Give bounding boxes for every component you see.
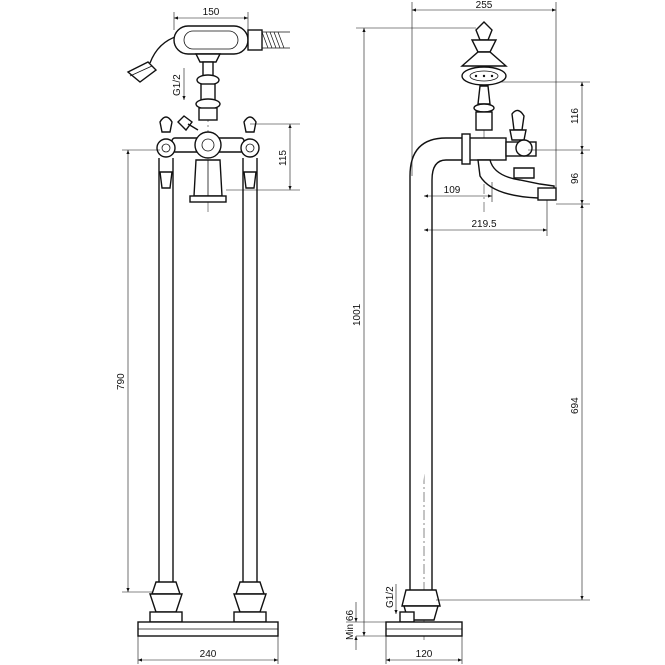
dimension-handshower-width: 150	[173, 7, 249, 30]
floor-flanges	[137, 581, 279, 637]
label-spout-reach: 109	[444, 185, 461, 196]
label-base-depth: 120	[416, 649, 433, 660]
label-base-width: 240	[200, 649, 217, 660]
mixer-body	[171, 131, 245, 203]
label-spout-outlet: 219.5	[471, 219, 496, 230]
dimension-valve-height: 115	[226, 123, 300, 191]
label-valve-height: 115	[278, 150, 289, 166]
label-handshower-width: 150	[203, 7, 220, 18]
side-floor-flange	[385, 589, 463, 637]
handshower	[126, 25, 290, 83]
dimension-base-depth: 120	[385, 636, 463, 664]
riser-column	[177, 61, 221, 132]
dimension-total-height: 1001	[352, 27, 476, 637]
dimension-spout-height: 96	[556, 150, 590, 205]
dimension-spout-outlet: 219.5	[424, 200, 548, 236]
dimension-spout-reach: 109	[424, 182, 493, 202]
supply-pipes	[158, 158, 258, 582]
dimension-spout-elevation: 694	[436, 204, 590, 601]
label-min-floor: Min 66	[345, 610, 356, 640]
dimension-pipe-height: 790	[116, 149, 160, 593]
label-overall-depth: 255	[476, 0, 493, 11]
label-spout-height: 96	[570, 172, 581, 184]
dimension-thread-front: G1/2	[172, 68, 186, 100]
label-total-height: 1001	[352, 303, 363, 326]
dimension-head-height: 116	[500, 81, 590, 151]
side-body-spout	[465, 137, 557, 201]
shower-head	[460, 21, 508, 131]
dimension-base-width: 240	[137, 636, 279, 664]
dimension-min-floor: Min 66	[345, 602, 386, 650]
dimension-overall-depth: 255	[411, 0, 557, 190]
label-head-height: 116	[570, 108, 581, 124]
side-lever	[509, 109, 527, 141]
side-riser-pipe	[409, 133, 471, 590]
label-pipe-height: 790	[116, 373, 127, 390]
right-tap	[240, 116, 260, 189]
label-thread-side: G1/2	[385, 586, 396, 608]
label-thread-front: G1/2	[172, 74, 183, 96]
front-view: 150 G1/2 115 790 240	[116, 7, 300, 664]
dimension-thread-side: G1/2	[385, 584, 398, 614]
side-view: 255 1001 116 96 694 109	[345, 0, 590, 664]
label-spout-elevation: 694	[570, 397, 581, 414]
left-tap	[156, 116, 176, 189]
